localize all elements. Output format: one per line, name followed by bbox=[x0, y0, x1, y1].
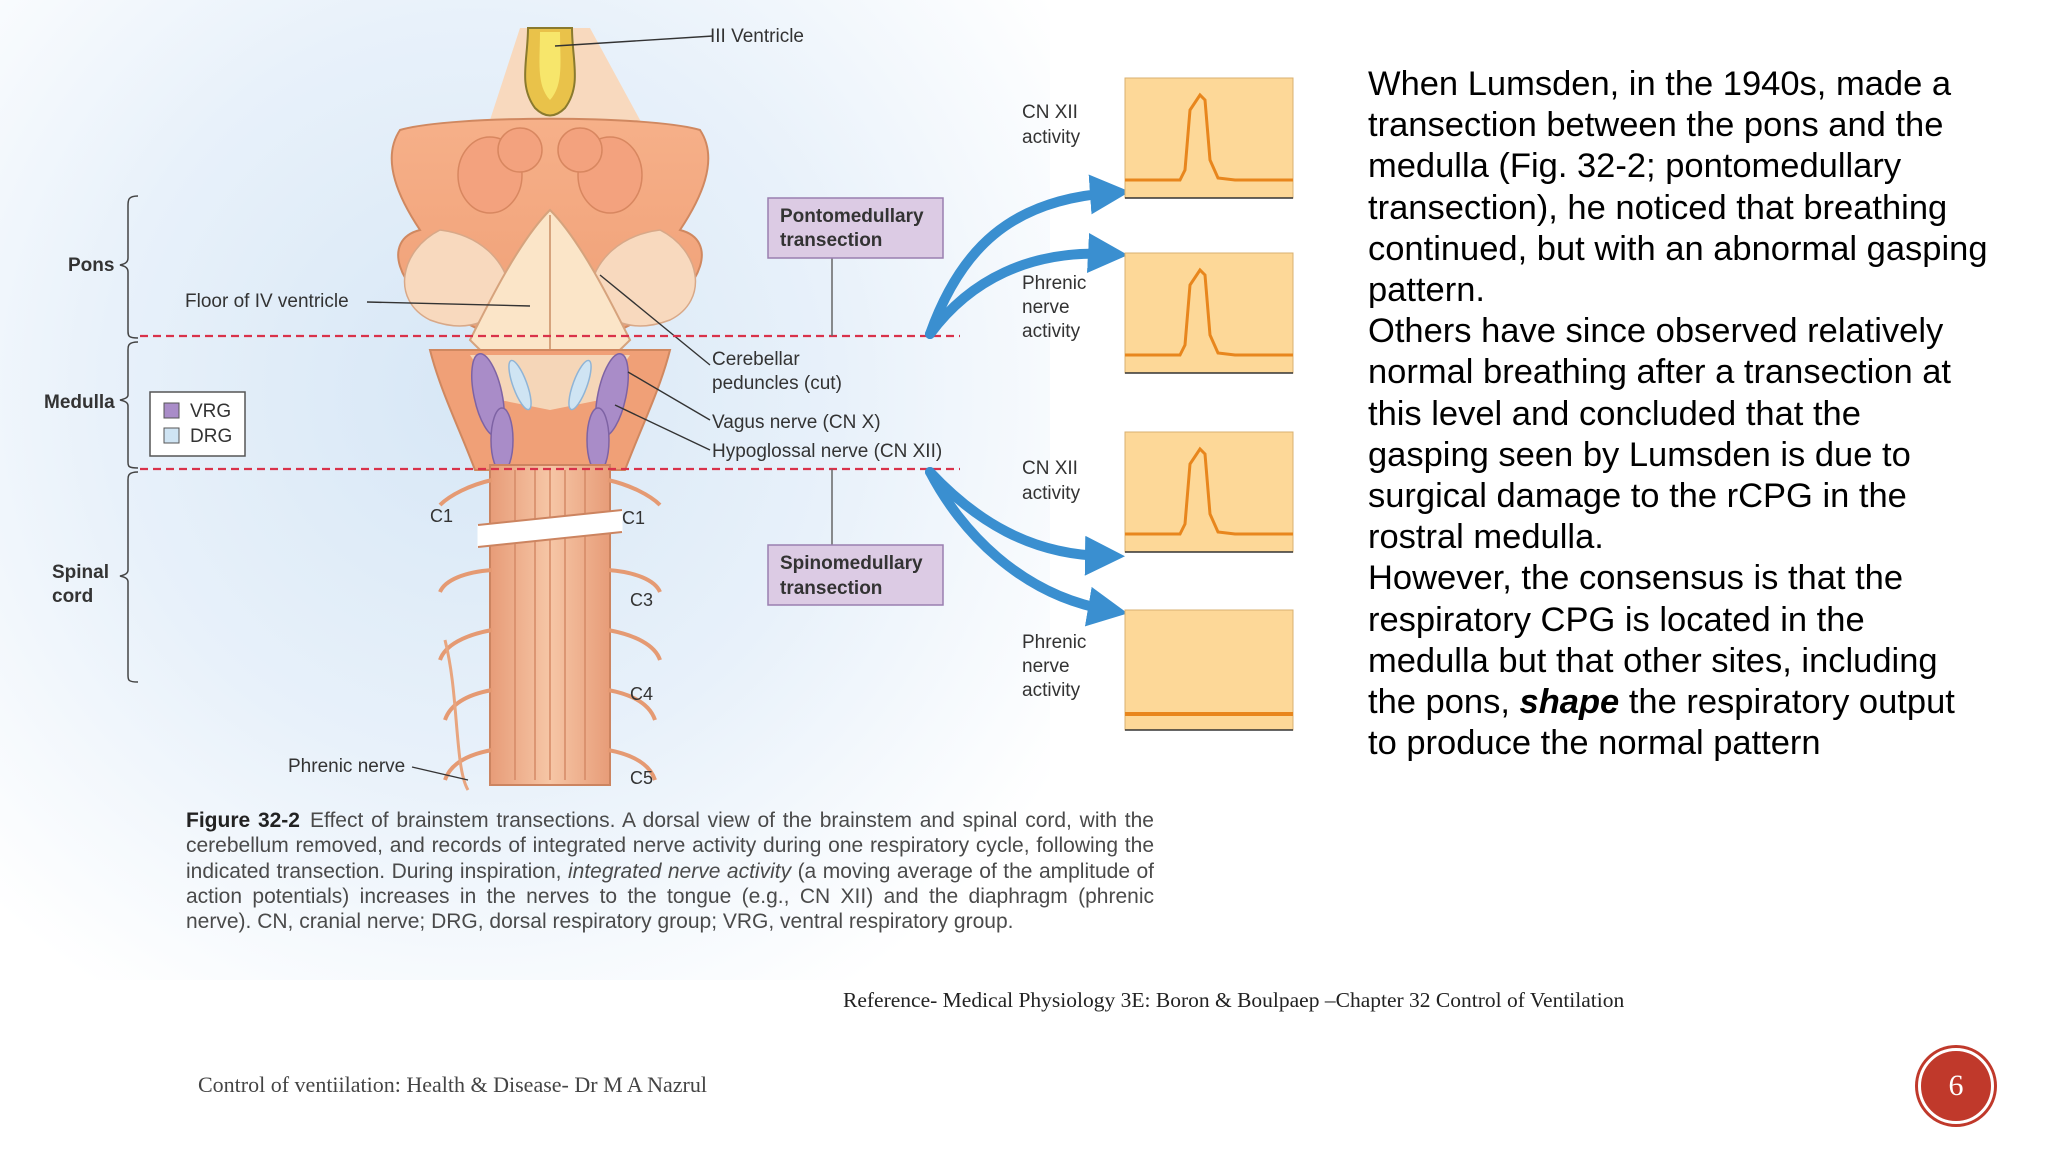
trace-3-label-2: activity bbox=[1022, 483, 1081, 504]
pontomedullary-label-1: Pontomedullary bbox=[780, 206, 924, 227]
label-c4: C4 bbox=[630, 684, 653, 704]
paragraph-2: Others have since observed relatively no… bbox=[1368, 312, 1951, 557]
region-spinal-1: Spinal bbox=[52, 562, 109, 583]
trace-4-label-2: nerve bbox=[1022, 656, 1070, 677]
trace-panel-2 bbox=[1124, 252, 1294, 374]
label-hypoglossal-nerve: Hypoglossal nerve (CN XII) bbox=[712, 441, 942, 462]
spinomedullary-label-2: transection bbox=[780, 578, 882, 599]
label-c5: C5 bbox=[630, 768, 653, 788]
vrg-swatch bbox=[163, 402, 180, 419]
label-c1-left: C1 bbox=[430, 506, 453, 526]
label-third-ventricle: III Ventricle bbox=[710, 26, 804, 47]
trace-panel-4 bbox=[1124, 609, 1294, 731]
drg-columns bbox=[508, 359, 592, 411]
figure-caption-italic: integrated nerve activity bbox=[567, 859, 792, 883]
arrow-to-trace-4 bbox=[925, 467, 1128, 627]
paragraph-3: However, the consensus is that the respi… bbox=[1368, 558, 1988, 764]
trace-4-label-3: activity bbox=[1022, 680, 1081, 701]
trace-3-label-1: CN XII bbox=[1022, 458, 1078, 479]
paragraph-3-end: the respiratory output to produce the no… bbox=[1368, 683, 1955, 763]
region-medulla: Medulla bbox=[44, 392, 115, 413]
trace-4-label-1: Phrenic bbox=[1022, 632, 1086, 653]
reference-text: Reference- Medical Physiology 3E: Boron … bbox=[843, 988, 1625, 1012]
trace-3-line bbox=[1125, 446, 1293, 536]
slide-body-text: When Lumsden, in the 1940s, made a trans… bbox=[1368, 64, 1988, 764]
trace-panel-1 bbox=[1124, 77, 1294, 199]
label-c1-right: C1 bbox=[622, 508, 645, 528]
trace-2-label-1: Phrenic bbox=[1022, 273, 1086, 294]
trace-2-label-3: activity bbox=[1022, 321, 1081, 342]
phrenic-nerve-path bbox=[443, 639, 470, 791]
trace-2-line bbox=[1125, 267, 1293, 357]
figure-caption-part2: (a moving average of the amplitude of ac… bbox=[186, 859, 1155, 934]
arrow-to-trace-3 bbox=[925, 467, 1125, 576]
emphasis-shape: shape bbox=[1519, 683, 1620, 722]
arrow-to-trace-2 bbox=[925, 233, 1128, 339]
vrg-columns bbox=[471, 353, 629, 473]
paragraph-3-start: However, the consensus is that the respi… bbox=[1368, 559, 1938, 722]
region-brackets bbox=[119, 195, 139, 683]
spinomedullary-box bbox=[767, 544, 944, 606]
label-phrenic-nerve: Phrenic nerve bbox=[288, 756, 405, 777]
spinomedullary-label-1: Spinomedullary bbox=[780, 553, 923, 574]
label-floor-iv-ventricle: Floor of IV ventricle bbox=[185, 291, 349, 312]
label-cerebellar-peduncles-1: Cerebellar bbox=[712, 349, 800, 370]
pontomedullary-label-2: transection bbox=[780, 230, 882, 251]
result-arrows bbox=[925, 174, 1130, 627]
region-pons: Pons bbox=[68, 255, 114, 276]
legend-vrg: VRG bbox=[190, 401, 231, 422]
drg-swatch bbox=[163, 427, 180, 444]
trace-2-label-2: nerve bbox=[1022, 297, 1070, 318]
pontomedullary-box bbox=[767, 197, 944, 259]
paragraph-1: When Lumsden, in the 1940s, made a trans… bbox=[1368, 65, 1988, 310]
legend-drg: DRG bbox=[190, 426, 232, 447]
figure-caption-part1: Effect of brainstem transections. A dors… bbox=[186, 809, 1154, 883]
label-cerebellar-peduncles-2: peduncles (cut) bbox=[712, 373, 842, 394]
trace-panel-3 bbox=[1124, 431, 1294, 553]
footer-text: Control of ventiilation: Health & Diseas… bbox=[198, 1072, 707, 1097]
page-number-badge: 6 bbox=[1918, 1048, 1994, 1124]
region-spinal-2: cord bbox=[52, 586, 93, 607]
label-c3: C3 bbox=[630, 590, 653, 610]
arrow-to-trace-1 bbox=[925, 174, 1130, 339]
label-vagus-nerve: Vagus nerve (CN X) bbox=[712, 412, 881, 433]
trace-1-label-2: activity bbox=[1022, 127, 1081, 148]
figure-caption-label: Figure 32-2 bbox=[186, 809, 300, 832]
trace-1-line bbox=[1125, 92, 1293, 182]
trace-1-label-1: CN XII bbox=[1022, 102, 1078, 123]
